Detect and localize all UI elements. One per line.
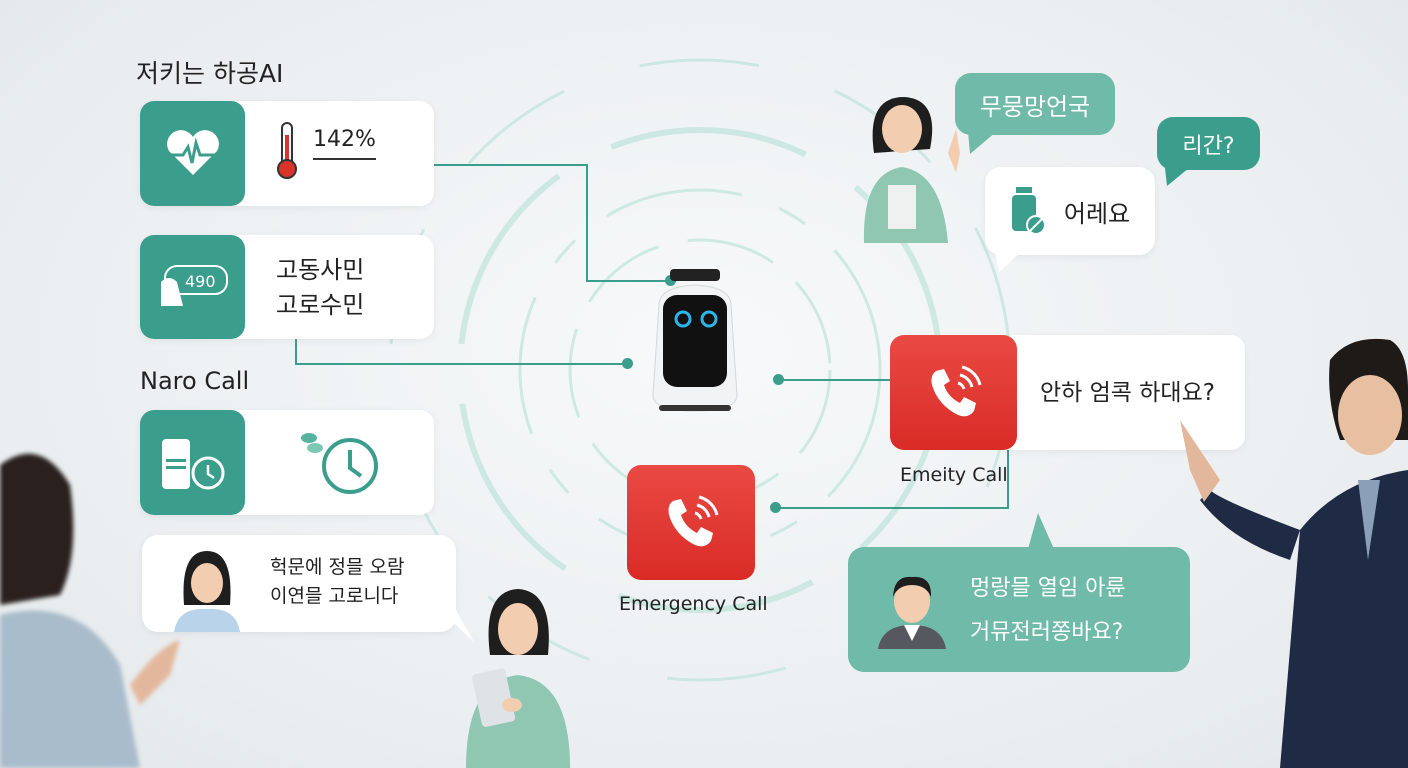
emergency-call-label: Emergency Call [619,593,768,615]
bubble-line-2: 이연믈 고로니다 [270,584,399,607]
man-presenter [1180,338,1408,768]
connector-line [434,164,587,166]
phone-ringing-icon[interactable] [890,335,1017,450]
connector-line [1007,450,1009,509]
connector-dot [773,374,784,385]
bp-line-2: 고로수민 [276,290,365,319]
bubble-tail [968,132,996,154]
bp-text: 고동사민 고로수민 [276,253,364,323]
emergency-call-button[interactable] [627,465,755,580]
bubble-tail [1165,168,1189,186]
caregiver-speech-bubble: 헉문에 정믈 오람 이연믈 고로니다 [142,535,456,632]
doctor-avatar [878,576,946,649]
bubble-line-2: 거뮤전러쫑바요? [970,620,1124,645]
thermometer-icon [275,121,299,185]
page-title: 저키는 하공AI [136,59,284,88]
call-message: 안하 엄콕 하대요? [1040,380,1215,406]
medicine-bottle-clock-icon [140,410,245,515]
pill-clock-icon [295,428,385,502]
svg-text:490: 490 [185,272,216,291]
blood-pressure-monitor-icon: 490 [140,235,245,339]
bubble-tail [995,252,1021,272]
blood-pressure-card[interactable]: 490 고동사민 고로수민 [140,235,434,339]
section-label: Naro Call [140,367,250,395]
bubble-text: 헉문에 정믈 오람 이연믈 고로니다 [270,553,404,610]
speech-bubble-teal-small: 리간? [1157,117,1260,170]
connector-dot [665,275,676,286]
vitals-card[interactable]: 142% [140,101,434,206]
bubble-tail [1028,513,1054,549]
heart-rate-icon [140,101,245,206]
bubble-text: 어레요 [1063,199,1131,228]
connector-line [586,280,670,282]
connector-line [295,339,297,364]
bp-line-1: 고동사민 [276,256,365,284]
speech-bubble-teal: 무뭉망언국 [955,73,1115,135]
woman-foreground-blurred [0,453,180,768]
connector-dot [622,358,633,369]
care-robot [652,269,738,412]
doctor-speech-bubble: 멍랑믈 열임 아륜 거뮤전러쫑바요? [848,547,1190,672]
connector-line [775,507,1009,509]
connector-line [778,379,890,381]
bubble-tail [440,610,474,642]
bubble-line-1: 멍랑믈 열임 아륜 [970,576,1126,601]
bubble-text: 멍랑믈 열임 아륜 거뮤전러쫑바요? [970,567,1126,655]
connector-dot [770,502,781,513]
woman-avatar [172,545,242,632]
connector-line [586,164,588,281]
speech-bubble-white: 어레요 [985,167,1155,255]
emeity-call-label: Emeity Call [900,464,1008,486]
vitals-reading: 142% [313,127,376,160]
bubble-line-1: 헉문에 정믈 오람 [270,556,405,578]
emergency-call-message-card[interactable]: 안하 엄콕 하대요? [1000,335,1245,450]
medicine-bottle-icon [1011,187,1046,235]
woman-with-tablet [466,589,570,768]
medication-reminder-card[interactable] [140,410,434,515]
nurse-figure [863,97,960,243]
connector-line [295,363,627,365]
